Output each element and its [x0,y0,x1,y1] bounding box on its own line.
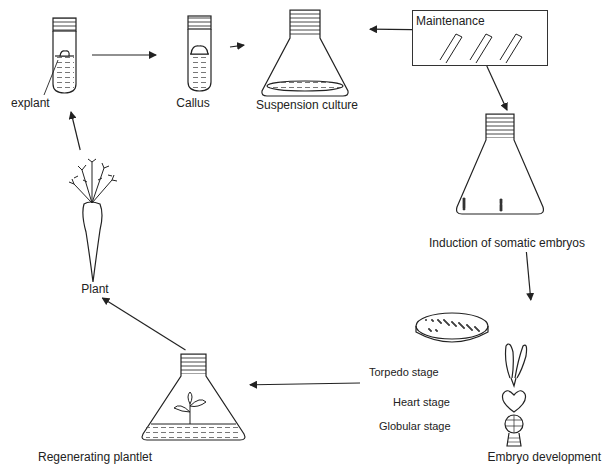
petri-dish [416,313,488,339]
globular-embryo [505,415,523,433]
plantlet-flask: Regenerating plantlet [35,350,250,466]
stage-name: Globular stage [378,420,452,433]
stage-label: Maintenance [416,14,485,28]
induction-flask: Induction of somatic embryos [410,110,604,252]
callus-mass [191,46,208,54]
subculture-tubes [440,34,522,63]
stage-label: Suspension culture [244,98,370,112]
maintenance-box: Maintenance [412,10,548,66]
explant-piece [60,51,69,56]
stage-label: Regenerating plantlet [38,450,152,464]
carrot-plant: Plant [58,150,132,298]
stage-name: Torpedo stage [368,366,440,379]
stage-name: Heart stage [392,396,451,409]
process-arrow [370,29,412,31]
carrot-leaves [69,159,117,203]
callus-tube: Callus [156,12,230,112]
leader-line [44,60,58,95]
carrot-root [83,202,102,282]
explant-tube: explant [8,12,92,112]
stage-label: Plant [58,282,132,296]
flask [262,10,348,96]
stage-label: Induction of somatic embryos [410,236,604,250]
embryo-development: Embryo development [360,300,604,466]
tube-cap [188,16,211,29]
suspension-flask: Suspension culture [244,8,370,114]
plantlet [174,392,206,424]
test-tube [53,31,76,93]
stage-label: Callus [156,96,230,110]
process-arrow [71,112,80,150]
process-arrow [92,54,156,55]
process-arrow [250,383,360,385]
torpedo-embryo [506,344,527,386]
process-arrow [102,298,185,350]
process-arrow [487,66,507,110]
tube-cap [53,18,76,31]
stage-label: Embryo development [488,450,601,464]
stage-label: explant [11,96,50,110]
heart-embryo [502,391,525,412]
test-tube [188,29,211,91]
flask [142,354,245,440]
process-arrow [230,45,244,47]
flask [457,114,544,214]
process-arrow [526,252,530,300]
